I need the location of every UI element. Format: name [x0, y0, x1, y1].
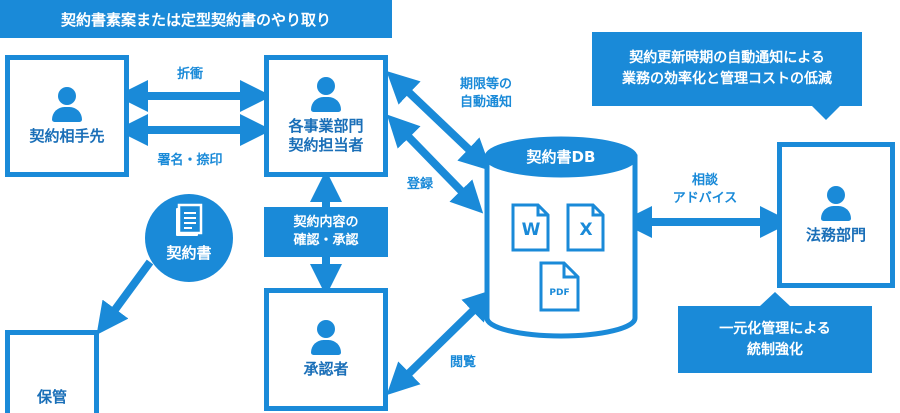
legal-label: 法務部門 — [805, 225, 866, 244]
bottom-callout-tail — [760, 292, 790, 306]
person-icon — [50, 86, 84, 123]
bottom-callout-text: 一元化管理による 統制強化 — [719, 320, 831, 358]
counterparty-label: 契約相手先 — [29, 126, 105, 145]
approver-box: 承認者 — [264, 288, 388, 411]
bottom-callout: 一元化管理による 統制強化 — [678, 306, 872, 373]
confirm-label: 契約内容の 確認・承認 — [293, 215, 359, 248]
word-letter: W — [521, 220, 541, 240]
top-callout-tail — [812, 106, 840, 120]
consult-label: 相談 アドバイス — [672, 173, 738, 206]
person-icon — [309, 77, 343, 113]
legal-box: 法務部門 — [777, 142, 895, 288]
document-icon — [176, 203, 203, 236]
signing-label: 署名・捺印 — [157, 153, 223, 168]
auto-notice-label: 期限等の 自動通知 — [459, 77, 512, 110]
register-arrow — [386, 114, 484, 214]
storage-box: 保管 — [5, 330, 99, 413]
register-label: 登録 — [406, 177, 433, 192]
pdf-file-icon — [539, 261, 580, 312]
header-title: 契約書素案または定型契約書のやり取り — [60, 10, 331, 29]
department-box: 各事業部門 契約担当者 — [264, 55, 388, 177]
counterparty-box: 契約相手先 — [5, 55, 129, 177]
browse-arrow — [386, 288, 496, 396]
person-icon — [819, 185, 853, 222]
top-callout: 契約更新時期の自動通知による 業務の効率化と管理コストの低減 — [592, 32, 862, 106]
database-cylinder — [484, 136, 638, 339]
confirm-banner: 契約内容の 確認・承認 — [264, 207, 388, 257]
storage-arrow — [96, 259, 154, 335]
pdf-letter: PDF — [549, 288, 570, 298]
header-banner: 契約書素案または定型契約書のやり取り — [0, 0, 392, 38]
database-label: 契約書DB — [526, 148, 596, 166]
excel-file-icon — [566, 203, 605, 252]
person-icon — [309, 320, 343, 356]
approver-label: 承認者 — [303, 360, 349, 378]
contract-label: 契約書 — [166, 244, 212, 262]
department-label: 各事業部門 契約担当者 — [288, 117, 364, 154]
word-file-icon — [511, 203, 550, 252]
top-callout-text: 契約更新時期の自動通知による 業務の効率化と管理コストの低減 — [622, 50, 832, 87]
excel-letter: X — [579, 220, 593, 240]
negotiation-label: 折衝 — [176, 67, 203, 82]
contract-circle — [145, 194, 233, 282]
browse-label: 閲覧 — [449, 355, 476, 370]
storage-label: 保管 — [36, 388, 67, 406]
